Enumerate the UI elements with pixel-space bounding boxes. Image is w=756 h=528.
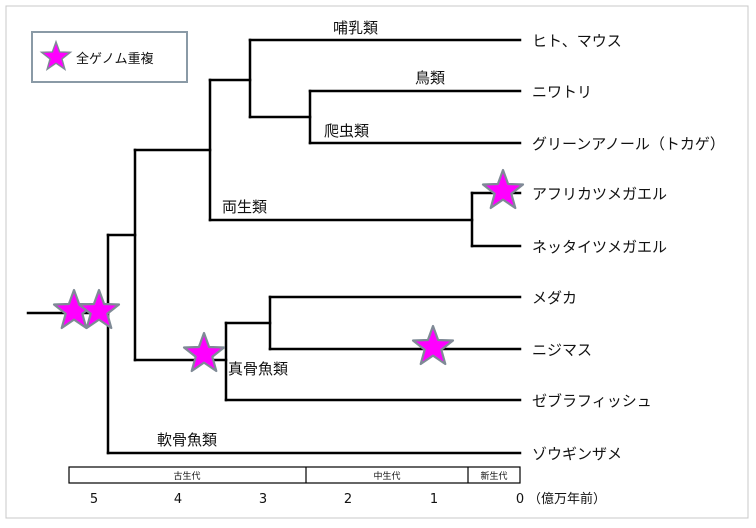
axis-tick-3: 3 bbox=[259, 492, 267, 507]
label-birds: 鳥類 bbox=[415, 69, 445, 87]
label-amphibians: 両生類 bbox=[222, 198, 267, 216]
species-rainbow-trout: ニジマス bbox=[532, 341, 592, 359]
era-bar: 古生代 中生代 新生代 bbox=[68, 466, 521, 484]
axis-tick-2: 2 bbox=[344, 492, 352, 507]
star-icon bbox=[411, 324, 455, 366]
species-tropical-clawed-frog: ネッタイツメガエル bbox=[532, 238, 667, 256]
era-mesozoic: 中生代 bbox=[373, 470, 400, 482]
axis-tick-0: 0 bbox=[516, 492, 524, 507]
star-icon bbox=[481, 168, 525, 210]
species-chicken: ニワトリ bbox=[532, 83, 592, 101]
era-bar-frame bbox=[68, 466, 521, 484]
species-human-mouse: ヒト、マウス bbox=[532, 32, 622, 50]
legend-label: 全ゲノム重複 bbox=[76, 51, 154, 67]
tree-lines bbox=[26, 38, 522, 455]
label-cartilaginous: 軟骨魚類 bbox=[157, 431, 217, 449]
axis-tick-5: 5 bbox=[90, 492, 98, 507]
species-zebrafish: ゼブラフィッシュ bbox=[532, 392, 652, 410]
label-teleosts: 真骨魚類 bbox=[228, 360, 288, 378]
time-axis: 5 4 3 2 1 0 （億万年前） bbox=[90, 491, 606, 507]
label-reptiles: 爬虫類 bbox=[324, 122, 369, 140]
legend: 全ゲノム重複 bbox=[31, 31, 188, 83]
era-cenozoic: 新生代 bbox=[480, 470, 507, 482]
figure-frame bbox=[5, 5, 749, 519]
species-medaka: メダカ bbox=[532, 289, 577, 307]
era-paleozoic: 古生代 bbox=[173, 470, 200, 482]
label-mammals: 哺乳類 bbox=[333, 19, 378, 37]
star-icon bbox=[182, 331, 226, 373]
species-elephant-shark: ゾウギンザメ bbox=[532, 445, 622, 463]
species-green-anole: グリーンアノール（トカゲ） bbox=[532, 135, 725, 153]
axis-tick-1: 1 bbox=[430, 492, 438, 507]
axis-tick-4: 4 bbox=[174, 492, 182, 507]
wgd-markers bbox=[52, 168, 525, 373]
species-african-clawed-frog: アフリカツメガエル bbox=[532, 185, 667, 203]
axis-unit: （億万年前） bbox=[528, 491, 606, 507]
